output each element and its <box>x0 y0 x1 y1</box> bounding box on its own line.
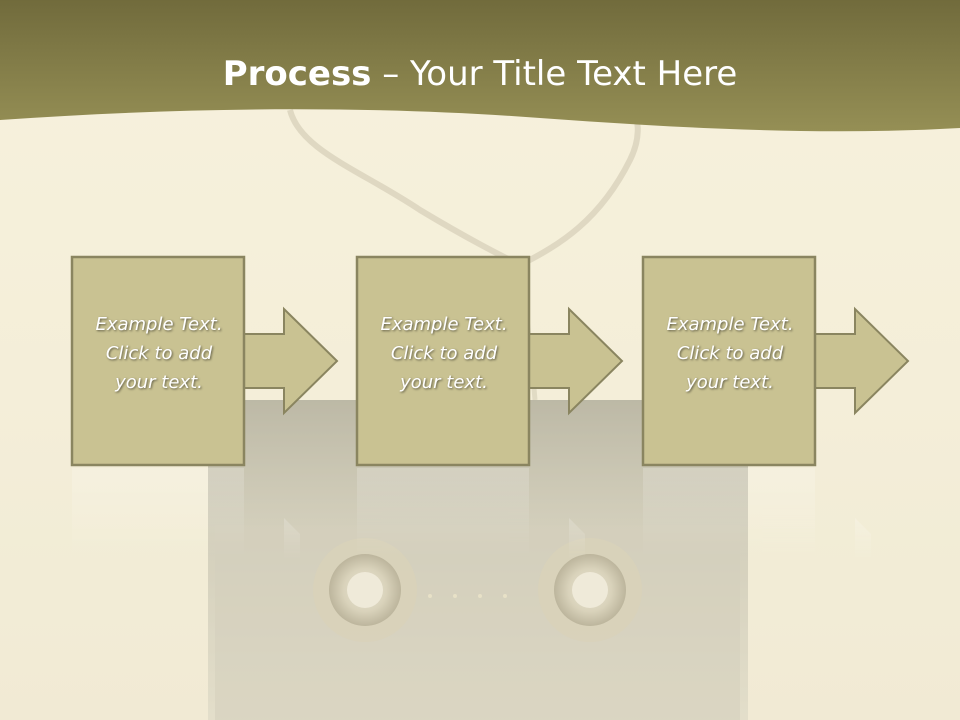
step-2-line-2: Click to add <box>390 343 498 364</box>
step-2-line-3: your text. <box>400 372 488 393</box>
step-2-box <box>355 255 531 467</box>
title-rest: – Your Title Text Here <box>371 54 738 94</box>
step-3-line-2: Click to add <box>676 343 784 364</box>
process-step-1[interactable] <box>70 255 339 467</box>
step-1-text[interactable]: Example Text. Click to add your text. <box>72 310 246 397</box>
step-2-line-1: Example Text. <box>380 314 508 335</box>
process-step-3[interactable] <box>641 255 910 467</box>
step-1-arrow <box>243 306 339 416</box>
step-1-box <box>70 255 246 467</box>
step-3-line-1: Example Text. <box>666 314 794 335</box>
header-band <box>0 0 960 132</box>
step-1-line-3: your text. <box>115 372 203 393</box>
title-strong: Process <box>222 54 372 94</box>
step-3-text[interactable]: Example Text. Click to add your text. <box>643 310 817 397</box>
step-2-arrow <box>528 306 624 416</box>
step-3-box <box>641 255 817 467</box>
step-2-text[interactable]: Example Text. Click to add your text. <box>357 310 531 397</box>
page-title: Process – Your Title Text Here <box>0 52 960 96</box>
diagram-reflection <box>72 468 871 560</box>
step-1-line-2: Click to add <box>105 343 213 364</box>
step-3-line-3: your text. <box>686 372 774 393</box>
step-1-line-1: Example Text. <box>95 314 223 335</box>
step-3-arrow <box>814 306 910 416</box>
process-step-2[interactable] <box>355 255 624 467</box>
